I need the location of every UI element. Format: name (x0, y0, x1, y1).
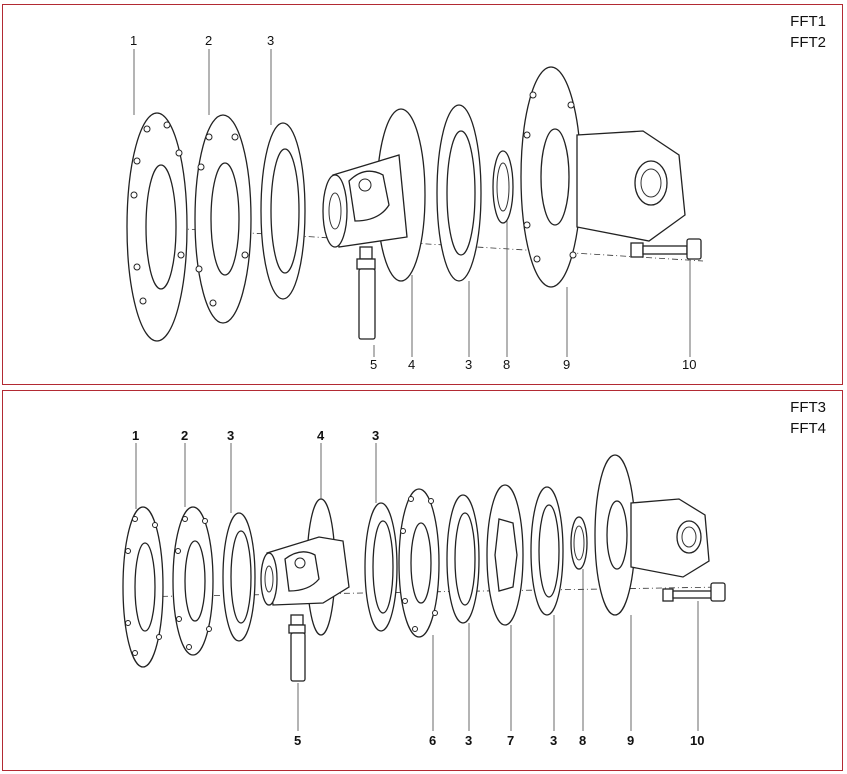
diagram-panel-bottom: FFT3 FFT4 (2, 390, 843, 771)
callout-3: 3 (267, 33, 274, 48)
callout-3-lower-second: 3 (550, 733, 557, 748)
callout-7: 7 (507, 733, 514, 748)
part-6-plate (398, 488, 440, 638)
exploded-view-top: 1 2 3 5 4 3 8 9 10 (126, 33, 704, 372)
part-7-plate (486, 484, 524, 626)
callout-4: 4 (408, 357, 415, 372)
part-10-bolt (662, 582, 726, 602)
part-4-hub (322, 108, 426, 282)
diagram-panel-top: FFT1 FFT2 (2, 4, 843, 385)
part-1-flange-plate (122, 506, 164, 668)
part-3-ring-fourth (530, 486, 564, 616)
part-4-hub (260, 498, 350, 636)
part-3-ring-third (446, 494, 480, 624)
part-1-flange-plate (126, 112, 188, 342)
model-label-fft4: FFT4 (790, 420, 826, 437)
part-8-spacer (570, 516, 588, 570)
model-label-fft1: FFT1 (790, 13, 826, 30)
part-3-gasket-ring (222, 512, 256, 642)
part-3-ring-second (436, 104, 482, 282)
callout-9: 9 (627, 733, 634, 748)
part-10-bolt (630, 238, 702, 260)
part-9-yoke-flange (520, 66, 686, 288)
callout-3-lower: 3 (465, 733, 472, 748)
part-5-grease-nipple (356, 246, 376, 340)
callout-2: 2 (205, 33, 212, 48)
part-5-grease-nipple (288, 614, 306, 682)
part-3-gasket-ring (260, 122, 306, 300)
callout-8: 8 (503, 357, 510, 372)
callout-3-second: 3 (372, 428, 379, 443)
exploded-view-bottom: 1 2 3 4 3 5 6 3 7 3 8 9 10 (122, 428, 726, 748)
part-9-yoke-flange (594, 454, 710, 616)
callout-3: 3 (227, 428, 234, 443)
callout-2: 2 (181, 428, 188, 443)
callout-10: 10 (690, 733, 704, 748)
model-label-fft3: FFT3 (790, 399, 826, 416)
callout-1: 1 (132, 428, 139, 443)
part-3-ring-second (364, 502, 398, 632)
callout-8: 8 (579, 733, 586, 748)
part-2-flange-plate (172, 506, 214, 656)
callout-1: 1 (130, 33, 137, 48)
callout-6: 6 (429, 733, 436, 748)
callout-9: 9 (563, 357, 570, 372)
callout-4: 4 (317, 428, 325, 443)
callout-5: 5 (370, 357, 377, 372)
part-2-flange-plate (194, 114, 252, 324)
callout-5: 5 (294, 733, 301, 748)
part-8-spacer (492, 150, 514, 224)
callout-10: 10 (682, 357, 696, 372)
callout-3-lower: 3 (465, 357, 472, 372)
model-label-fft2: FFT2 (790, 34, 826, 51)
